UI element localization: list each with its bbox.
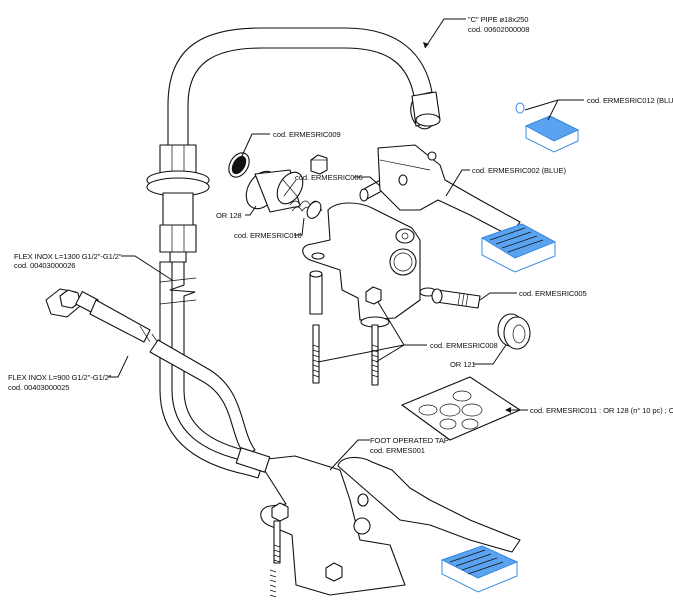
label-foot-operated-tap-line1: FOOT OPERATED TAP (370, 436, 449, 445)
screw-upper-right-part (371, 324, 379, 386)
c-pipe-part (167, 27, 441, 151)
label-ermesric005: cod. ERMESRIC005 (519, 289, 587, 298)
cartridge-part (245, 169, 304, 213)
label-ermesric002: cod. ERMESRIC002 (BLUE) (472, 166, 566, 175)
label-flex-1300: FLEX INOX L=1300 G1/2"-G1/2" cod. 004030… (14, 252, 122, 270)
or-ring-kit-part (401, 376, 521, 441)
spring-part (289, 200, 323, 219)
pedal-blue-lower-part (440, 545, 519, 593)
label-c-pipe-line2: cod. 00602000008 (468, 25, 529, 34)
label-flex-900: FLEX INOX L=900 G1/2"-G1/2" cod. 0040300… (8, 373, 112, 392)
leader-lines (108, 18, 584, 471)
label-or-121: OR 121 (450, 360, 476, 369)
or-128-ring-part (228, 152, 250, 178)
pedal-blue-012-part (525, 115, 579, 153)
nut-cap-part (310, 154, 328, 175)
spacer-tube-part (309, 270, 323, 315)
tap-body-upper-part (302, 202, 437, 328)
label-flex-1300-line2: cod. 00403000026 (14, 261, 75, 270)
label-ermesric011: cod. ERMESRIC011 : OR 128 (n° 10 pc) ; O… (530, 406, 673, 415)
pipe-nut-assembly-part (146, 144, 210, 263)
label-flex-900-line2: cod. 00403000025 (8, 383, 69, 392)
label-ermesric006: cod. ERMESRIC006 (295, 173, 363, 182)
screw-upper-left-part (312, 324, 320, 384)
label-flex-1300-line1: FLEX INOX L=1300 G1/2"-G1/2" (14, 252, 122, 261)
bolt-005-part (431, 288, 481, 309)
label-ermesric012: cod. ERMESRIC012 (BLUE) (587, 96, 673, 105)
blue-cap-012-part (515, 102, 525, 114)
label-flex-900-line1: FLEX INOX L=900 G1/2"-G1/2" (8, 373, 112, 382)
label-ermesric009: cod. ERMESRIC009 (273, 130, 341, 139)
label-c-pipe-line1: "C" PIPE ø18x250 (468, 15, 528, 24)
label-foot-operated-tap: FOOT OPERATED TAP cod. ERMES001 (370, 436, 449, 455)
pedal-blue-upper-part (481, 223, 556, 273)
label-ermesric010: cod. ERMESRIC010 (234, 231, 302, 240)
plug-or121-part (497, 313, 531, 350)
foot-operated-tap-assembly-part (235, 447, 521, 598)
label-or-128: OR 128 (216, 211, 242, 220)
label-ermesric008: cod. ERMESRIC008 (430, 341, 498, 350)
nut-008-part (365, 286, 382, 305)
label-foot-operated-tap-line2: cod. ERMES001 (370, 446, 425, 455)
label-c-pipe: "C" PIPE ø18x250 cod. 00602000008 (468, 15, 529, 34)
flex-hose-900-part (45, 288, 256, 457)
